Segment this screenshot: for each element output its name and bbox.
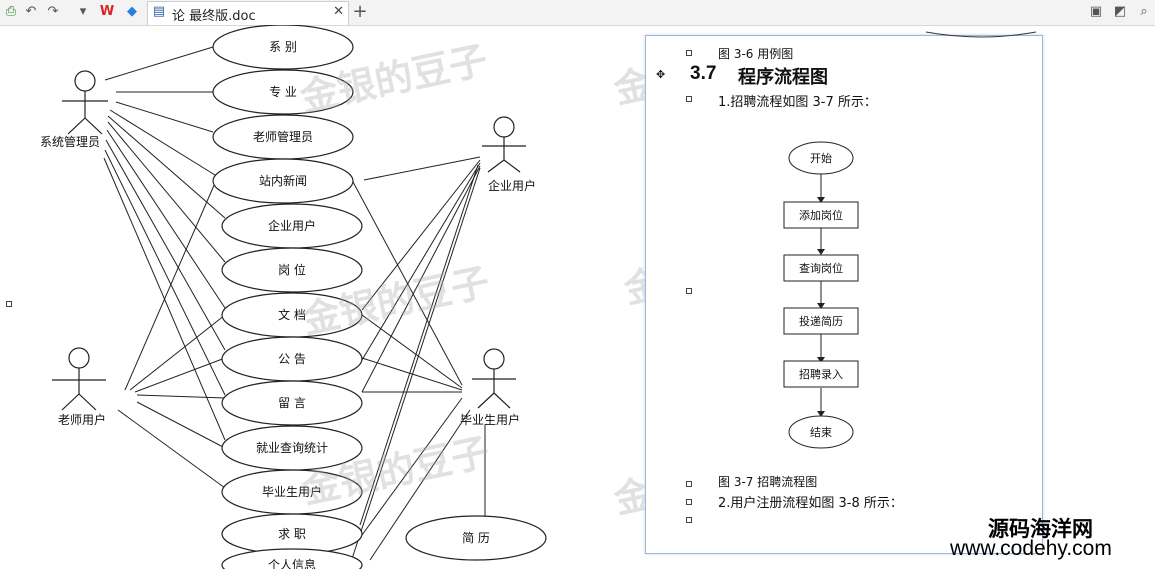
- flow-label: 结束: [810, 426, 832, 439]
- usecase-ellipse: [212, 25, 354, 70]
- brand-url: www.codehy.com: [950, 537, 1112, 560]
- present-icon[interactable]: ▣: [1089, 4, 1103, 19]
- usecase-label: 简 历: [462, 531, 490, 545]
- actor-label-enterprise: 企业用户: [488, 178, 536, 193]
- actors: [52, 70, 526, 411]
- usecase-ellipse: [221, 548, 363, 569]
- caption-fig-3-6: 图 3-6 用例图: [718, 47, 794, 61]
- flow-terminal: [788, 415, 854, 449]
- close-icon[interactable]: ✕: [333, 4, 344, 19]
- usecase-label: 站内新闻: [259, 173, 307, 188]
- flow-label: 添加岗位: [799, 208, 843, 222]
- usecase-ellipse: [212, 158, 354, 204]
- document-page[interactable]: 图 3-6 用例图 ✥ 3.7 程序流程图 1.招聘流程如图 3-7 所示： 开…: [646, 31, 1042, 553]
- anchor-icon: ✥: [656, 68, 666, 81]
- page-top-arc: [926, 31, 1036, 38]
- heading-title: 程序流程图: [738, 67, 828, 88]
- document-tab[interactable]: ▤ 论 最终版.doc ✕: [147, 1, 349, 25]
- usecase-label: 公 告: [278, 352, 306, 366]
- bullet: [686, 499, 692, 505]
- usecase-label: 老师管理员: [253, 129, 313, 144]
- cube-icon[interactable]: ◆: [127, 4, 137, 19]
- actor-labels: 系统管理员 老师用户 企业用户 毕业生用户: [40, 134, 536, 427]
- flow-step: [783, 307, 859, 335]
- paragraph-2: 2.用户注册流程如图 3-8 所示：: [718, 496, 903, 511]
- doc-icon: ▤: [152, 4, 166, 19]
- caption-fig-3-7: 图 3-7 招聘流程图: [718, 475, 818, 489]
- usecase-label: 毕业生用户: [262, 484, 322, 499]
- bullet: [686, 96, 692, 102]
- paragraph-mark: [6, 301, 12, 307]
- toolbar: ⎙ ↶ ↷ ▾ W ◆ ▤ 论 最终版.doc ✕ + ▣ ◩ ⌕: [0, 0, 1155, 26]
- usecase-label: 个人信息: [268, 557, 316, 569]
- usecase-ellipse: [221, 380, 363, 426]
- redo-icon[interactable]: ↷: [47, 4, 59, 19]
- brand-name: 源码海洋网: [988, 517, 1093, 541]
- flow-label: 投递简历: [799, 314, 843, 328]
- usecase-label: 企业用户: [268, 218, 316, 233]
- bullet: [686, 517, 692, 523]
- usecase-label: 系 别: [269, 40, 297, 54]
- search-icon[interactable]: ⌕: [1140, 4, 1148, 19]
- flow-terminal: [788, 141, 854, 175]
- actor-graduate: [472, 348, 516, 409]
- actor-teacher: [52, 347, 106, 411]
- flow-step: [783, 201, 859, 229]
- connector-lines: [103, 46, 486, 566]
- flow-label: 查询岗位: [799, 261, 843, 275]
- flow-step: [783, 360, 859, 388]
- usecase-label: 就业查询统计: [256, 441, 328, 455]
- actor-label-teacher: 老师用户: [58, 412, 106, 427]
- usecase-ellipse: [221, 247, 363, 293]
- heading-number: 3.7: [690, 63, 717, 84]
- usecase-label: 专 业: [269, 84, 297, 99]
- flow-step: [783, 254, 859, 282]
- flow-label: 招聘录入: [799, 367, 843, 381]
- preview-icon[interactable]: ⎙: [5, 4, 17, 19]
- paragraph-1: 1.招聘流程如图 3-7 所示：: [718, 95, 877, 110]
- actor-admin: [62, 70, 108, 135]
- actor-label-admin: 系统管理员: [40, 134, 100, 149]
- actor-enterprise: [482, 116, 526, 173]
- paint-icon[interactable]: ◩: [1113, 4, 1127, 19]
- usecase-label: 求 职: [278, 527, 306, 541]
- flow-label: 开始: [810, 151, 832, 165]
- actor-label-graduate: 毕业生用户: [460, 412, 520, 427]
- undo-icon[interactable]: ↶: [25, 4, 37, 19]
- tab-title: 论 最终版.doc: [172, 9, 256, 24]
- wps-logo-icon[interactable]: W: [99, 4, 115, 19]
- bullet: [686, 288, 692, 294]
- usecase-label: 留 言: [278, 396, 306, 410]
- plus-icon[interactable]: +: [352, 1, 368, 22]
- bullet: [686, 50, 692, 56]
- usecase-label: 文 档: [278, 307, 306, 322]
- dropdown-icon[interactable]: ▾: [79, 4, 87, 19]
- usecase-ellipse: [405, 515, 547, 561]
- bullet: [686, 481, 692, 487]
- usecase-label: 岗 位: [278, 262, 306, 277]
- usecase-ellipse: [212, 69, 354, 115]
